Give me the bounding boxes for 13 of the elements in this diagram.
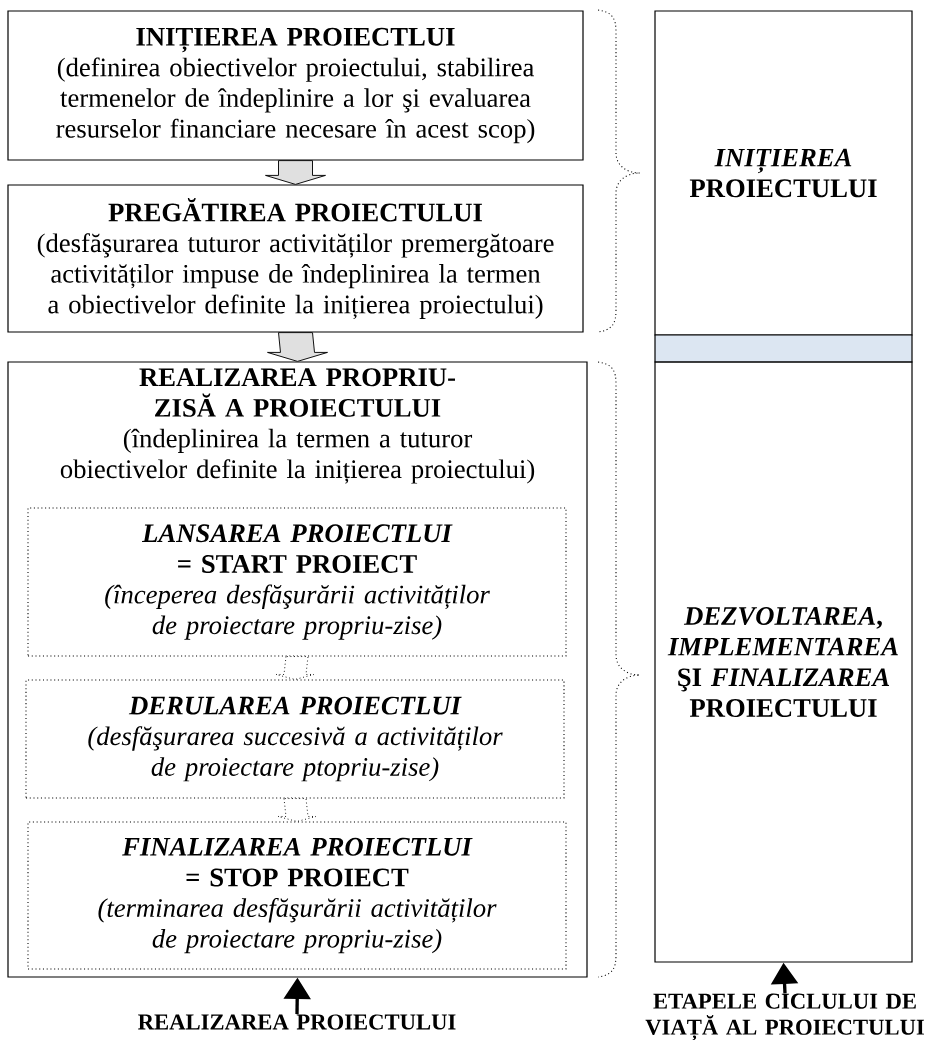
column-section: DEZVOLTAREA, IMPLEMENTAREA ŞI FINALIZAREA PROIECTULUI (654, 361, 913, 963)
process-box: PREGĂTIREA PROIECTULUI (desfăşurarea tuturor activităților premergătoare activităților impuse de îndeplinirea la termen a obiectivelor definite la inițierea proiectului) (7, 184, 584, 333)
stage-box: DERULAREA PROIECTLUI (desfăşurarea succesivă a activităților de proiectare ptopriu-zise) (25, 679, 565, 799)
block-arrow (277, 798, 317, 822)
caption-text: ETAPELE CICLULUI DE VIAȚĂ AL PROIECTULUI (645, 993, 924, 1040)
block-arrow (275, 656, 315, 680)
process-box: INIȚIEREA PROIECTLUI (definirea obiectivelor proiectului, stabilirea termenelor de îndeplinire a lor şi evaluarea resurselor financiare necesare în acest scop) (7, 10, 584, 161)
block-arrow (267, 332, 328, 362)
stage-box: LANSAREA PROIECTLUI = START PROIECT (începerea desfăşurării activităților de proiectare propriu-zise) (27, 507, 567, 657)
caption-text: REALIZAREA PROIECTULUI (138, 1014, 456, 1030)
stage-box: FINALIZAREA PROIECTLUI = STOP PROIECT (terminarea desfăşurării activităților de proiectare propriu-zise) (27, 821, 567, 970)
shaded-band (654, 334, 913, 363)
block-arrow (265, 160, 326, 185)
